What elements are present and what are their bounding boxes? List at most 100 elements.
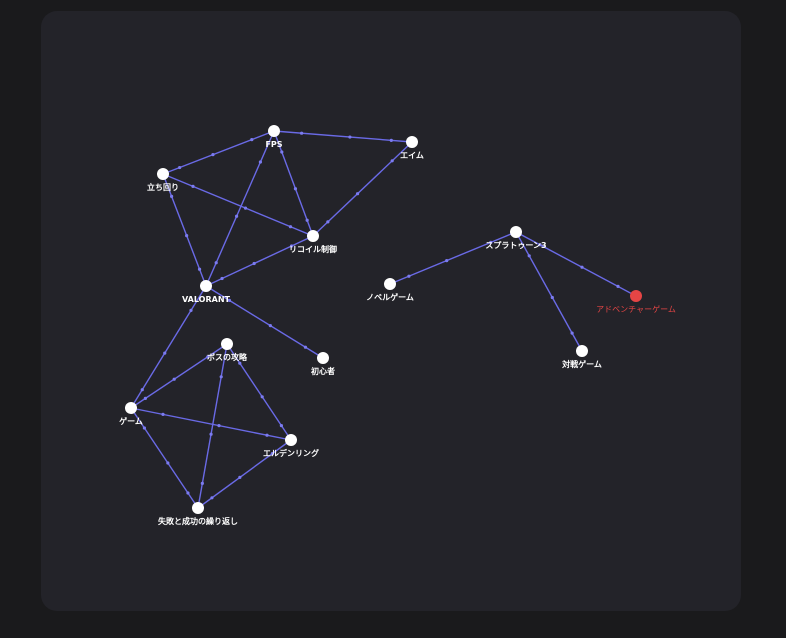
node-circle[interactable] [125,402,137,414]
edge-particle [570,331,574,335]
node-label: ノベルゲーム [366,292,414,302]
node-boss[interactable]: ボスの攻略 [207,338,248,362]
edge-boss-shippai [197,343,228,509]
edge-splatoon-taisen [515,231,583,352]
edge-recoil-valorant [205,235,314,287]
edge-particle [550,295,554,300]
node-circle[interactable] [510,226,522,238]
edge-aim-recoil [312,141,413,237]
edge-particle [355,192,360,196]
edge-particle [348,135,352,139]
node-circle[interactable] [307,230,319,242]
node-label: 失敗と成功の繰り返し [158,516,238,526]
node-shoshinsha[interactable]: 初心者 [311,352,335,376]
node-game[interactable]: ゲーム [119,402,143,426]
node-circle[interactable] [221,338,233,350]
edge-particle [166,461,170,465]
edge-particle [268,324,272,328]
node-label: エイム [400,151,424,160]
node-circle[interactable] [157,168,169,180]
edge-particle [445,259,449,263]
edge-particle [235,214,239,218]
node-circle[interactable] [406,136,418,148]
edge-particle [220,276,224,281]
edge-particle [143,396,147,400]
edge-game-shippai [130,407,199,509]
edge-particle [206,355,210,359]
edge-particle [186,491,190,495]
node-recoil[interactable]: リコイル制御 [289,230,337,254]
node-valorant[interactable]: VALORANT [182,280,231,304]
node-circle[interactable] [268,125,280,137]
edge-particle [219,375,223,379]
edge-particle [260,395,264,399]
edge-particle [538,243,542,247]
node-fps[interactable]: FPS [265,125,283,149]
edge-particle [250,138,254,142]
edge-particle [280,150,284,154]
edge-fps-aim [273,130,413,143]
edge-particle [290,244,294,248]
node-label: アドベンチャーゲーム [596,304,676,314]
edge-particle [293,187,298,191]
node-label: エルデンリング [263,448,319,458]
node-circle[interactable] [630,290,642,302]
node-label: FPS [265,140,282,149]
node-label: スプラトゥーン3 [485,240,546,250]
graph-panel [41,11,741,611]
edge-valorant-shoshinsha [205,285,324,359]
edge-particle [163,351,167,355]
node-label: 対戦ゲーム [561,359,602,369]
node-label: 立ち回り [147,182,179,192]
edge-particle [200,481,204,485]
node-adventure[interactable]: アドベンチャーゲーム [596,290,676,314]
edge-particle [270,452,274,456]
node-circle[interactable] [317,352,329,364]
node-label: ボスの攻略 [207,352,248,362]
edge-particle [326,220,330,224]
edge-particle [211,153,215,157]
edge-particle [527,254,531,258]
edge-particle [616,284,620,288]
edge-particle [580,265,584,269]
edge-particle [252,261,256,266]
edge-particle [279,424,283,428]
edge-particle [172,377,176,381]
edge-fps-recoil [273,130,314,237]
edge-particle [389,138,393,142]
node-splatoon[interactable]: スプラトゥーン3 [485,226,547,250]
edge-particle [210,496,214,500]
node-circle[interactable] [285,434,297,446]
edge-particle [288,225,293,229]
node-circle[interactable] [576,345,588,357]
edge-particle [305,218,309,222]
node-circle[interactable] [384,278,396,290]
node-shippai[interactable]: 失敗と成功の繰り返し [158,502,238,526]
node-circle[interactable] [192,502,204,514]
node-circle[interactable] [200,280,212,292]
edge-particle [390,159,394,163]
edge-valorant-game [130,285,207,409]
edge-particle [161,412,165,416]
edge-particle [178,165,182,170]
node-label: VALORANT [182,295,231,304]
node-novel[interactable]: ノベルゲーム [366,278,414,302]
edge-particle [191,184,195,188]
edge-splatoon-novel [389,231,517,285]
edge-particle [214,261,218,265]
node-label: リコイル制御 [289,244,337,254]
edge-particle [142,426,146,430]
edge-particle [209,432,213,436]
node-aim[interactable]: エイム [400,136,424,160]
edge-particle [238,475,242,479]
node-eldenring[interactable]: エルデンリング [263,434,319,458]
node-tachimawari[interactable]: 立ち回り [147,168,179,192]
node-label: ゲーム [119,416,143,426]
node-taisen[interactable]: 対戦ゲーム [561,345,602,369]
edge-boss-eldenring [226,343,292,441]
edge-particle [197,267,202,271]
edge-particle [238,361,242,365]
edge-particle [227,298,231,302]
